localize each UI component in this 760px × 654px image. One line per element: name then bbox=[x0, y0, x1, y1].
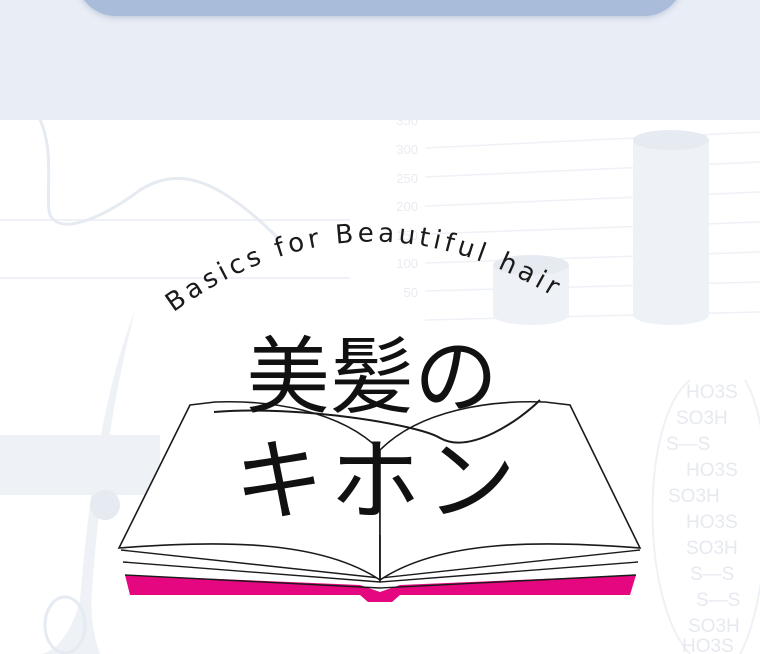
chem-label: SO3H bbox=[668, 486, 720, 507]
chem-label: HO3S bbox=[682, 636, 734, 654]
chem-label: SO3H bbox=[688, 616, 740, 637]
y-tick-100: 100 bbox=[396, 256, 418, 271]
header-pill-bar bbox=[76, 0, 684, 16]
hero-illustration: 350 300 250 200 150 100 50 HO3S SO3H S—S… bbox=[0, 120, 760, 654]
chem-label: SO3H bbox=[686, 538, 738, 559]
chem-label: SO3H bbox=[676, 408, 728, 429]
y-tick-50: 50 bbox=[404, 285, 418, 300]
chem-label: HO3S bbox=[686, 460, 738, 481]
hero-title-line2: キホン bbox=[234, 429, 522, 534]
y-tick-250: 250 bbox=[396, 171, 418, 186]
y-tick-150: 150 bbox=[396, 228, 418, 243]
chem-label: S—S bbox=[666, 434, 710, 455]
chem-label: S—S bbox=[690, 564, 734, 585]
chem-label: HO3S bbox=[686, 382, 738, 403]
open-book-icon bbox=[117, 399, 642, 602]
header-band bbox=[0, 0, 760, 120]
background-decoration bbox=[0, 120, 760, 654]
y-tick-300: 300 bbox=[396, 142, 418, 157]
y-tick-200: 200 bbox=[396, 199, 418, 214]
hero-title-line1: 美髪の bbox=[246, 328, 498, 426]
chem-label: HO3S bbox=[686, 512, 738, 533]
y-tick-350: 350 bbox=[396, 120, 418, 128]
chem-label: S—S bbox=[696, 590, 740, 611]
